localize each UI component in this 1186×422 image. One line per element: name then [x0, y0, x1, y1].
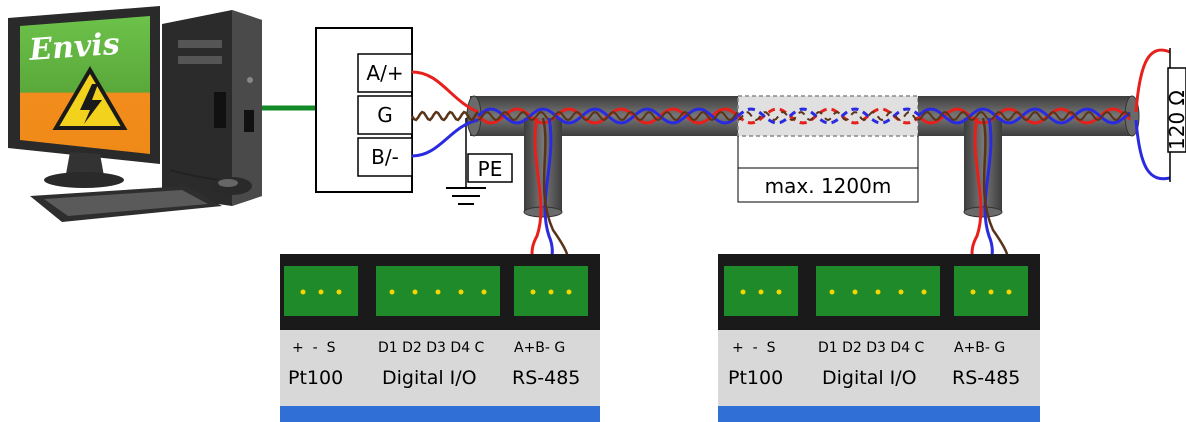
group-label-pt100: Pt100 [728, 367, 783, 389]
converter-box: A/+ G B/- [315, 27, 413, 193]
pin-labels-pt100: + - S [732, 340, 776, 356]
mouse [169, 169, 252, 195]
wire-a-segment [737, 107, 919, 125]
pin-labels-rs485: A+B- G [514, 340, 565, 356]
warning-icon [52, 66, 128, 130]
wire-b-segment [917, 107, 1131, 125]
pin-labels-digital: D1 D2 D3 D4 C [378, 340, 485, 356]
group-label-pt100: Pt100 [288, 367, 343, 389]
pc-tower [162, 10, 262, 206]
svg-text:A/+: A/+ [366, 61, 403, 85]
group-label-digital: Digital I/O [382, 367, 477, 389]
converter-terminal-b: B/- [357, 137, 413, 177]
terminal-block-pt100 [284, 266, 358, 316]
svg-text:G: G [377, 103, 393, 127]
wire-g-lead [410, 110, 479, 122]
wire-g-segment [737, 111, 919, 122]
envis-logo-text: Envis [27, 27, 121, 68]
terminal-block-pt100 [724, 266, 798, 316]
group-label-digital: Digital I/O [822, 367, 917, 389]
pin-labels-rs485: A+B- G [954, 340, 1005, 356]
wire-b-segment [737, 107, 919, 125]
converter-terminal-a: A/+ [357, 53, 413, 93]
converter-terminal-g: G [357, 95, 413, 135]
wire-a-lead [411, 70, 479, 114]
drop-cable-2 [963, 118, 1003, 218]
terminator-resistor: 120 Ω [1134, 48, 1186, 182]
terminal-block-rs485 [514, 266, 588, 316]
distance-label: max. 1200m [765, 174, 892, 198]
pc-monitor: Envis [8, 6, 160, 188]
device-2: + - S D1 D2 D3 D4 C A+B- G Pt100 Digital… [718, 254, 1040, 422]
wire-g-segment [477, 111, 739, 122]
distance-annotation: max. 1200m [737, 136, 919, 203]
pin-labels-digital: D1 D2 D3 D4 C [818, 340, 925, 356]
drop-cable-1 [523, 118, 563, 218]
device-1: + - S D1 D2 D3 D4 C A+B- G Pt100 Digital… [280, 254, 600, 422]
svg-text:B/-: B/- [371, 145, 399, 169]
terminal-block-digital [816, 266, 940, 316]
wire-b-lead [411, 118, 479, 158]
terminator-label: 120 Ω [1165, 90, 1186, 150]
pe-label: PE [478, 157, 503, 181]
pe-ground: PE [446, 118, 513, 205]
bus-cable [466, 95, 1140, 137]
group-label-rs485: RS-485 [952, 367, 1020, 389]
group-label-rs485: RS-485 [512, 367, 580, 389]
terminal-block-rs485 [954, 266, 1028, 316]
wire-g-segment [917, 111, 1131, 122]
computer: Envis [8, 6, 262, 222]
pin-labels-pt100: + - S [292, 340, 336, 356]
terminal-block-digital [376, 266, 500, 316]
keyboard [30, 186, 222, 222]
